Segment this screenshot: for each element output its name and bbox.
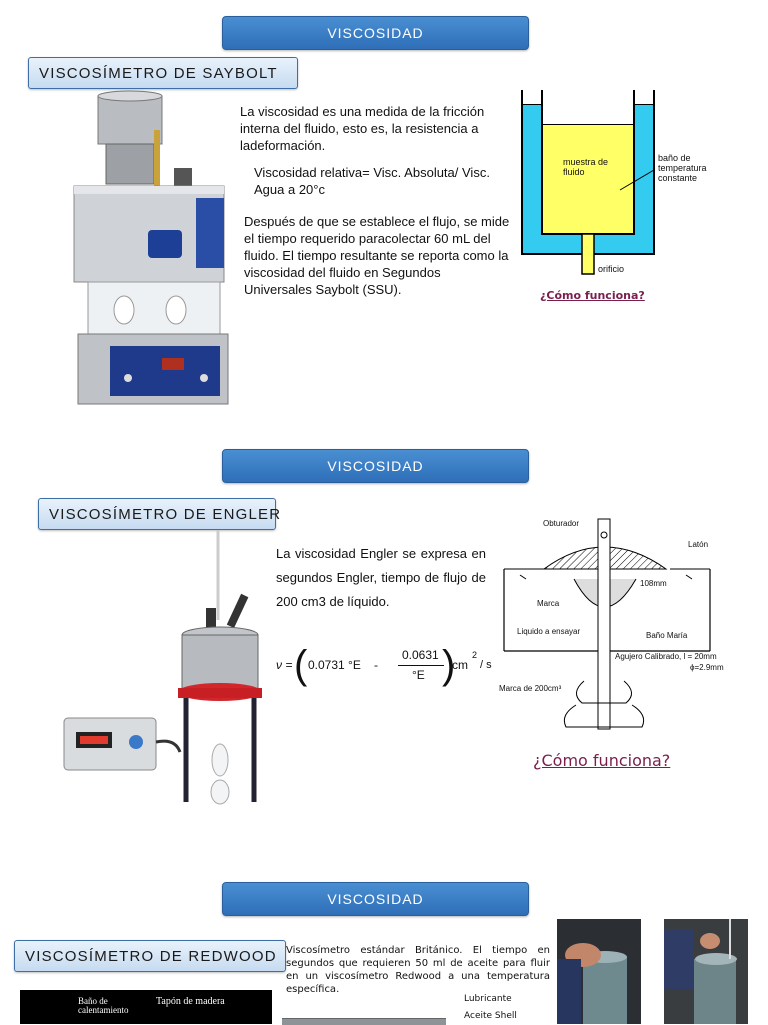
section-banner-2: VISCOSIDAD — [222, 449, 529, 483]
formula-per: / s — [480, 659, 492, 671]
formula-exponent: 2 — [472, 650, 478, 660]
saybolt-diagram — [521, 90, 655, 275]
redwood-label-oil: Aceite Shell — [464, 1011, 517, 1021]
formula-term1: 0.0731 °E — [308, 658, 361, 672]
saybolt-definition: La viscosidad es una medida de la fricci… — [240, 104, 485, 153]
section-banner-1: VISCOSIDAD — [222, 16, 529, 50]
engler-marca-label: Marca — [537, 599, 560, 608]
redwood-photo-1 — [557, 919, 641, 1024]
saybolt-viscometer-photo — [73, 90, 229, 405]
redwood-plug-label: Tapón de madera — [156, 996, 225, 1007]
redwood-title: VISCOSÍMETRO DE REDWOOD — [14, 940, 286, 972]
engler-formula: ν = ( 0.0731 °E - 0.0631 °E ) cm 2 / s — [276, 643, 496, 692]
formula-denominator: °E — [412, 668, 425, 682]
engler-liquid-label: Liquido a ensayar — [517, 627, 581, 636]
saybolt-how-it-works-link[interactable]: ¿Cómo funciona? — [540, 289, 645, 302]
saybolt-bath-label: baño de temperatura constante — [658, 153, 707, 183]
saybolt-orifice-label: orificio — [598, 264, 625, 274]
engler-viscometer-photo — [63, 530, 262, 805]
engler-bath-label: Baño María — [646, 631, 688, 640]
redwood-photo-2 — [664, 919, 748, 1024]
redwood-bath-label: Baño de calentamiento — [78, 996, 129, 1015]
saybolt-relative-viscosity: Viscosidad relativa= Visc. Absoluta/ Vis… — [254, 165, 490, 197]
redwood-description: Viscosímetro estándar Británico. El tiem… — [286, 945, 550, 995]
saybolt-procedure: Después de que se establece el flujo, se… — [244, 214, 510, 297]
engler-laton-label: Latón — [688, 540, 709, 549]
formula-close-paren: ) — [442, 643, 456, 687]
engler-obturador-label: Obturador — [543, 519, 580, 528]
redwood-diagram: Baño de calentamiento Tapón de madera — [20, 990, 272, 1024]
section-banner-3: VISCOSIDAD — [222, 882, 529, 916]
formula-numerator: 0.0631 — [402, 648, 439, 662]
redwood-photo-strip — [282, 1018, 446, 1025]
formula-minus: - — [374, 658, 378, 672]
saybolt-sample-label: muestra de fluido — [563, 157, 609, 177]
saybolt-title: VISCOSÍMETRO DE SAYBOLT — [28, 57, 298, 89]
engler-title: VISCOSÍMETRO DE ENGLER — [38, 498, 280, 530]
engler-diagram — [503, 518, 711, 730]
engler-description: La viscosidad Engler se expresa en segun… — [276, 546, 486, 609]
engler-diameter-label: ϕ=2.9mm — [690, 663, 724, 672]
formula-fraction-bar — [398, 665, 444, 666]
engler-mark200-label: Marca de 200cm³ — [499, 684, 562, 693]
formula-open-paren: ( — [294, 643, 308, 687]
formula-units: cm — [452, 658, 468, 672]
engler-108mm-label: 108mm — [640, 579, 667, 588]
redwood-label-lubricant: Lubricante — [464, 994, 512, 1004]
engler-how-it-works-link[interactable]: ¿Cómo funciona? — [533, 751, 671, 770]
engler-hole-label: Agujero Calibrado, l = 20mm — [615, 652, 717, 661]
formula-nu: ν = — [276, 658, 293, 672]
